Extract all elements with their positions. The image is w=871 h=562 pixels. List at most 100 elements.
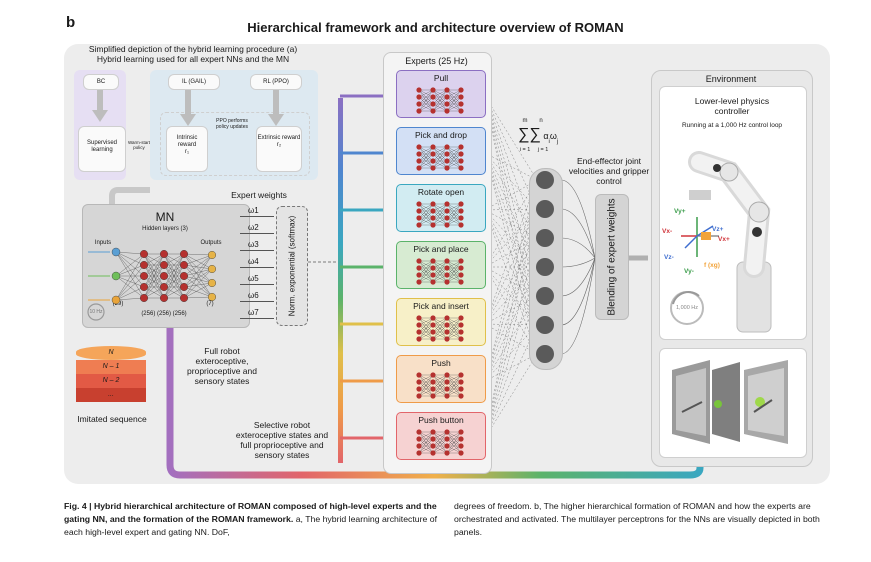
caption-right: degrees of freedom. b, The higher hierar… [454,501,820,537]
expert-network-icon [416,372,464,399]
ppo-updates-label: PPO performs policy updates [216,118,248,130]
mn-node [111,295,121,305]
mn-node [159,250,168,259]
mn-node [159,271,168,280]
mn-input-count: (29) [112,301,124,307]
extrinsic-reward-label: Extrinsic reward [257,135,301,141]
mn-outputs-label: Outputs [200,240,222,246]
mn-node [159,282,168,291]
expert-mix-line [484,208,538,382]
intrinsic-reward-box: Intrinsic reward r₁ [166,126,208,172]
selective-states-label: Selective robot exteroceptive states and… [235,420,329,460]
expert-label: Pick and insert [413,301,469,311]
omega-arrow [240,267,274,268]
expert-label: Push button [418,415,464,425]
node-blend-line [560,179,596,259]
omega-label: ω5 [248,274,259,283]
expert-label: Rotate open [417,187,465,197]
omega-arrow [240,233,274,234]
full-robot-states-label: Full robot exteroceptive, proprioceptive… [187,346,257,386]
expert-network-icon [416,87,464,114]
supervised-learning-box: Supervised learning [78,126,126,172]
expert-mix-line [484,237,538,439]
mixing-node [536,200,554,218]
expert-mix-line [484,295,538,325]
expert-mix-line [484,266,538,439]
mn-node [179,293,188,302]
mixing-node [536,316,554,334]
expert-mix-lines [484,95,538,439]
controller-rate: Running at a 1,000 Hz control loop [681,122,783,129]
expert-mix-line [484,209,538,239]
expert-mix-line [484,209,538,268]
node-blend-line [560,208,596,259]
mn-node [207,265,216,274]
controller-title: Lower-level physics controller [694,96,770,116]
expert-mix-line [484,324,538,439]
imitated-sequence-label: Imitated sequence [77,414,147,424]
omega-label: ω6 [248,291,259,300]
axis-label: Vy- [684,268,694,275]
expert-mix-line [484,324,538,382]
axis-label: Vx- [662,228,673,235]
expert-mix-line [484,353,538,382]
omega-label: ω1 [248,206,259,215]
axis-label: Vx+ [718,236,730,243]
physics-controller-box [659,86,807,340]
omega-arrow [240,284,274,285]
expert-mix-line [484,295,538,439]
expert-mix-line [484,266,538,355]
softmax-label: Norm. exponential (softmax) [287,215,297,317]
expert-label: Pull [433,73,449,83]
extrinsic-reward-symbol: r₂ [276,142,282,148]
rl-box: RL (PPO) [250,74,302,90]
rl-label: RL (PPO) [263,79,289,85]
expert-network-icon [416,315,464,342]
expert-mix-line [484,266,538,382]
node-blend-line [560,257,596,297]
expert-mix-line [484,237,538,382]
experts-header: Experts (25 Hz) [405,56,468,66]
expert-mix-line [484,266,538,326]
expert-mix-line [484,179,538,268]
mn-node [140,293,149,302]
expert-card: Push button [396,412,486,460]
expert-mix-line [484,152,538,355]
hybrid-caption-1: Simplified depiction of the hybrid learn… [88,44,298,54]
mn-hidden-counts: (256) (256) (256) [141,311,187,317]
warm-start-label: Warm-start policy [127,140,151,150]
sum-i: i = 1 [519,147,531,153]
bc-box: BC [83,74,119,90]
caption-left-bold: Fig. 4 | Hybrid hierarchical architectur… [64,501,437,524]
expert-card: Pick and insert [396,298,486,346]
mn-node [179,271,188,280]
axis-label: Vz- [664,254,674,261]
caption-left: Fig. 4 | Hybrid hierarchical architectur… [64,500,440,539]
node-blend-line [560,257,596,355]
environment-title: Environment [705,74,757,84]
omega-arrow [240,301,274,302]
intrinsic-reward-label: Intrinsic reward [176,135,198,148]
node-blend-line [560,237,596,259]
robot-arm-graphic [670,151,772,333]
expert-card: Rotate open [396,184,486,232]
expert-mix-line [484,266,538,325]
expert-mix-line [484,95,538,181]
expert-mix-line [484,295,538,382]
omega-label: ω4 [248,257,259,266]
reward-dashed-box [160,112,310,176]
expert-mix-line [484,209,538,297]
mixing-node [536,258,554,276]
mn-hidden-layers-label: Hidden layers (3) [142,226,188,232]
sum-n: n [539,118,543,124]
expert-feed-trunk [338,98,343,463]
expert-network-icon [416,258,464,285]
sum-j: j = 1 [537,147,549,153]
expert-card: Pull [396,70,486,118]
mn-node [159,293,168,302]
mn-node [179,250,188,259]
expert-mix-line [484,237,538,325]
mn-node [140,261,149,270]
expert-mix-line [484,208,538,268]
blending-box: Blending of expert weights [595,194,629,320]
